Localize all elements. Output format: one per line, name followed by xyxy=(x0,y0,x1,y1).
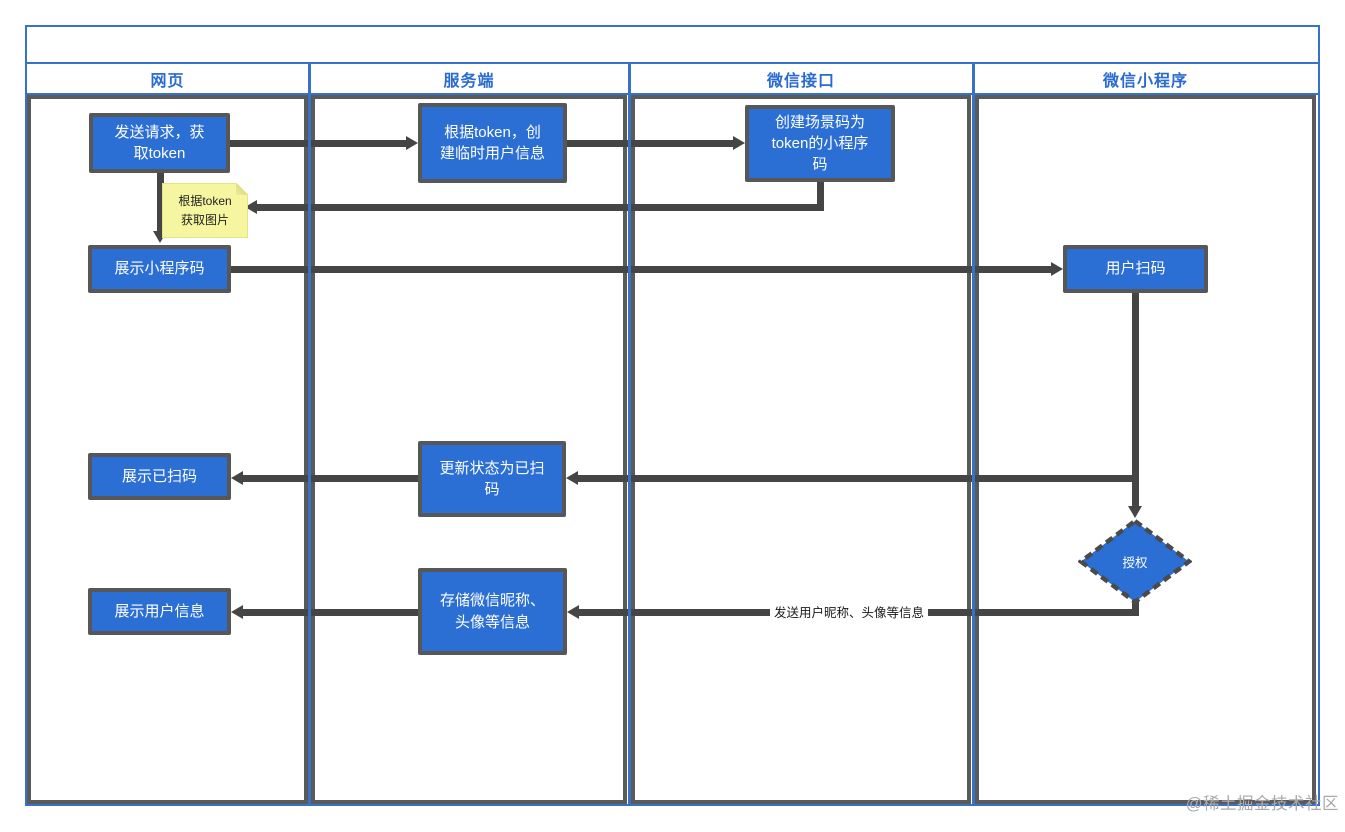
watermark: @稀土掘金技术社区 xyxy=(1185,795,1339,813)
lane-separator-2 xyxy=(628,62,631,806)
lane-body-wechat-api xyxy=(631,95,971,804)
arrowhead-left-icon xyxy=(567,605,579,619)
edge-scene-code-return-vertical xyxy=(817,182,824,211)
edge-authorize-down xyxy=(1132,598,1139,616)
edge-send-request-to-create-temp-user xyxy=(228,140,406,147)
arrowhead-left-icon xyxy=(231,471,243,485)
node-store-wechat-info: 存储微信昵称、头像等信息 xyxy=(418,568,567,655)
node-send-request: 发送请求，获取token xyxy=(89,113,230,173)
lane-separator-1 xyxy=(308,62,311,806)
edge-create-temp-user-to-create-scene-code xyxy=(567,140,733,147)
lane-header-mini-program: 微信小程序 xyxy=(1102,72,1188,90)
edge-label-send-user-info: 发送用户昵称、头像等信息 xyxy=(770,600,929,623)
node-show-scanned: 展示已扫码 xyxy=(88,453,231,500)
arrowhead-right-icon xyxy=(733,136,745,150)
arrowhead-right-icon xyxy=(406,136,418,150)
sticky-note: 根据token 获取图片 xyxy=(162,183,248,238)
swimlane-pool xyxy=(25,25,1320,806)
node-create-scene-code: 创建场景码为token的小程序码 xyxy=(745,105,895,182)
edge-update-status-to-show-scanned xyxy=(243,475,418,482)
edge-send-request-to-show-mini-code xyxy=(157,173,164,233)
lane-header-divider xyxy=(25,93,1320,95)
edge-show-mini-code-to-user-scan xyxy=(231,266,1051,273)
arrowhead-left-icon xyxy=(245,200,257,214)
decision-authorize-label: 授权 xyxy=(1122,556,1148,570)
node-update-status: 更新状态为已扫码 xyxy=(418,441,566,517)
lane-header-wechat-api: 微信接口 xyxy=(766,72,835,90)
node-create-temp-user: 根据token，创建临时用户信息 xyxy=(418,103,567,183)
arrowhead-left-icon xyxy=(231,605,243,619)
sticky-note-fold-icon xyxy=(236,183,248,195)
lane-header-webpage: 网页 xyxy=(150,72,185,90)
edge-user-scan-to-authorize xyxy=(1132,293,1139,506)
node-show-user-info: 展示用户信息 xyxy=(88,588,231,635)
edge-store-info-to-show-user-info xyxy=(243,609,418,616)
arrowhead-left-icon xyxy=(566,471,578,485)
lane-separator-3 xyxy=(972,62,975,806)
lane-header-server: 服务端 xyxy=(443,72,495,90)
diamond-shape-icon xyxy=(1078,518,1192,605)
pool-title-divider xyxy=(25,62,1320,64)
arrowhead-right-icon xyxy=(1051,262,1063,276)
node-show-mini-code: 展示小程序码 xyxy=(88,245,231,293)
arrowhead-down-icon xyxy=(1128,506,1142,518)
edge-scan-to-update-status xyxy=(578,475,1139,482)
node-user-scan: 用户扫码 xyxy=(1063,245,1208,293)
decision-authorize: 授权 xyxy=(1078,518,1192,605)
edge-scene-code-return-horizontal xyxy=(257,204,821,211)
lane-body-mini-program xyxy=(975,95,1316,804)
